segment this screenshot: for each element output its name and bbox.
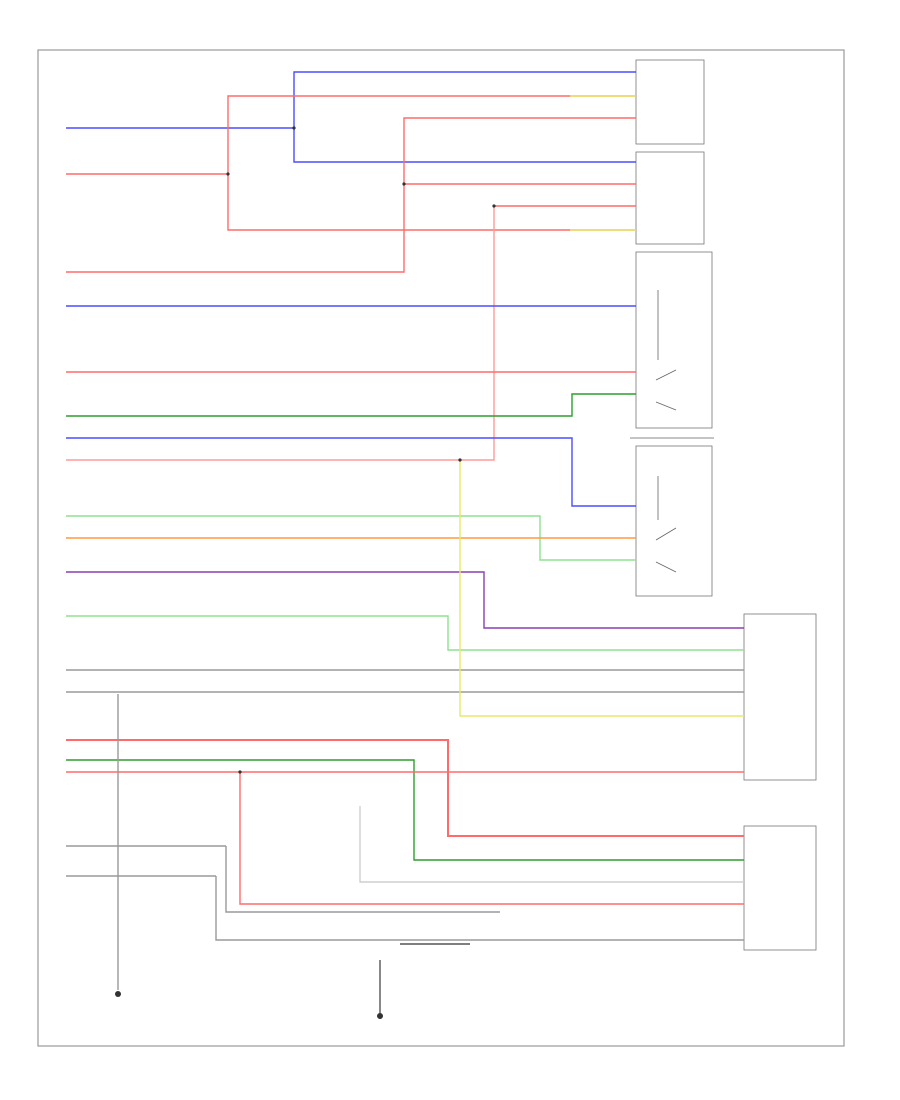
wire-yellow-3 xyxy=(459,460,744,717)
right-rear-door-lock-box xyxy=(635,59,705,145)
ground-symbol xyxy=(377,1013,383,1019)
splice-dot xyxy=(238,770,242,774)
wire-red-2 xyxy=(227,174,636,231)
wire-gray-7 xyxy=(359,806,744,883)
left-rear-door-lock-box xyxy=(635,151,705,245)
ground-symbol xyxy=(115,991,121,997)
right-rear-window-switch-box xyxy=(635,251,713,429)
wire-red-10 xyxy=(239,772,744,905)
window-switch-contacts-left xyxy=(655,476,677,573)
splice-dot xyxy=(226,172,230,176)
right-front-door-speaker-box xyxy=(743,613,817,781)
wire-blue-2 xyxy=(293,128,636,163)
splice-dot xyxy=(402,182,406,186)
wire-gray-6 xyxy=(215,876,744,941)
splice-dot xyxy=(492,204,496,208)
window-switch-contacts-right xyxy=(655,290,677,411)
diagram-frame xyxy=(37,49,845,1047)
wire-gray-4 xyxy=(225,846,500,913)
wire-red-1 xyxy=(66,95,636,175)
wire-blue-1 xyxy=(66,71,636,129)
wire-red-6 xyxy=(66,206,495,461)
splice-dot xyxy=(458,458,462,462)
wire-red-3 xyxy=(66,117,636,273)
left-front-door-speaker-box xyxy=(743,825,817,951)
wire-green-1 xyxy=(66,393,636,417)
wire-green-2 xyxy=(66,759,744,861)
splice-dot xyxy=(292,126,296,130)
left-rear-window-switch-box xyxy=(635,445,713,597)
wire-light-green-2 xyxy=(66,615,744,651)
wire-red-8 xyxy=(66,739,744,837)
wire-purple-1 xyxy=(66,571,744,629)
wire-blue-4 xyxy=(66,437,636,507)
